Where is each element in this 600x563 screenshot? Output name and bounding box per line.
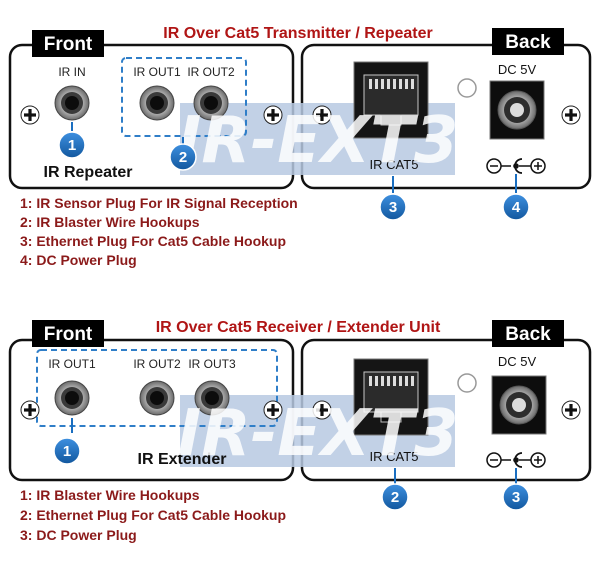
badge-3: 3 xyxy=(502,468,530,511)
watermark-text-1: IR-EXT3 xyxy=(178,104,459,178)
section-transmitter: IR Over Cat5 Transmitter / Repeater Fron… xyxy=(8,25,592,268)
badge-4: 4 xyxy=(502,174,530,221)
port-label-ir-out2: IR OUT2 xyxy=(133,357,181,371)
polarity-icon xyxy=(486,158,546,174)
legend-item: 3: Ethernet Plug For Cat5 Cable Hookup xyxy=(20,233,286,249)
dc-label-1: DC 5V xyxy=(498,62,537,77)
svg-text:2: 2 xyxy=(391,489,399,506)
svg-text:Back: Back xyxy=(505,32,551,53)
rj45-label-2: IR CAT5 xyxy=(370,449,419,464)
watermark-text-2: IR-EXT3 xyxy=(178,397,459,471)
device-label-1: IR Repeater xyxy=(44,164,133,181)
back-tab-1: Back xyxy=(492,28,564,55)
port-label-ir-in: IR IN xyxy=(58,65,85,79)
front-tab-2: Front xyxy=(32,320,104,347)
port-label-ir-out1: IR OUT1 xyxy=(133,65,181,79)
badge-1: 1 xyxy=(58,122,86,159)
screw-icon xyxy=(561,105,581,125)
port-label-ir-out3: IR OUT3 xyxy=(188,357,236,371)
dc-label-2: DC 5V xyxy=(498,354,537,369)
section1-title: IR Over Cat5 Transmitter / Repeater xyxy=(163,25,432,42)
legend-item: 3: DC Power Plug xyxy=(20,527,137,543)
dc-jack-icon xyxy=(491,375,547,435)
badge-1: 1 xyxy=(53,418,81,465)
legend-item: 1: IR Sensor Plug For IR Signal Receptio… xyxy=(20,195,298,211)
jack-icon xyxy=(54,85,90,121)
legend-item: 2: Ethernet Plug For Cat5 Cable Hookup xyxy=(20,507,286,523)
back-tab-2: Back xyxy=(492,320,564,347)
svg-text:Front: Front xyxy=(44,34,93,55)
port-label-ir-out1: IR OUT1 xyxy=(48,357,96,371)
ir-out-group-2 xyxy=(36,349,278,427)
led-icon xyxy=(457,373,477,393)
svg-text:3: 3 xyxy=(389,199,397,216)
svg-text:2: 2 xyxy=(179,149,187,166)
legend-item: 2: IR Blaster Wire Hookups xyxy=(20,214,200,230)
dc-jack-icon xyxy=(489,80,545,140)
svg-text:4: 4 xyxy=(512,199,521,216)
badge-2: 2 xyxy=(381,468,409,511)
jack-icon xyxy=(139,380,175,416)
svg-text:Front: Front xyxy=(44,324,93,345)
ir-out-group-1 xyxy=(121,57,247,137)
polarity-icon xyxy=(486,452,546,468)
screw-icon xyxy=(20,105,40,125)
legend-item: 1: IR Blaster Wire Hookups xyxy=(20,487,200,503)
section2-title: IR Over Cat5 Receiver / Extender Unit xyxy=(156,319,441,336)
section-receiver: IR Over Cat5 Receiver / Extender Unit Fr… xyxy=(8,319,592,543)
jack-icon xyxy=(139,85,175,121)
svg-text:1: 1 xyxy=(68,137,76,154)
svg-text:Back: Back xyxy=(505,324,551,345)
badge-3: 3 xyxy=(379,176,407,221)
screw-icon xyxy=(561,400,581,420)
rj45-label-1: IR CAT5 xyxy=(370,157,419,172)
jack-icon xyxy=(54,380,90,416)
port-label-ir-out2: IR OUT2 xyxy=(187,65,235,79)
led-icon xyxy=(457,78,477,98)
front-tab-1: Front xyxy=(32,30,104,57)
badge-2: 2 xyxy=(169,137,197,171)
legend-item: 4: DC Power Plug xyxy=(20,252,137,268)
svg-text:1: 1 xyxy=(63,443,71,460)
device-label-2: IR Extender xyxy=(138,451,227,468)
screw-icon xyxy=(20,400,40,420)
svg-text:3: 3 xyxy=(512,489,520,506)
